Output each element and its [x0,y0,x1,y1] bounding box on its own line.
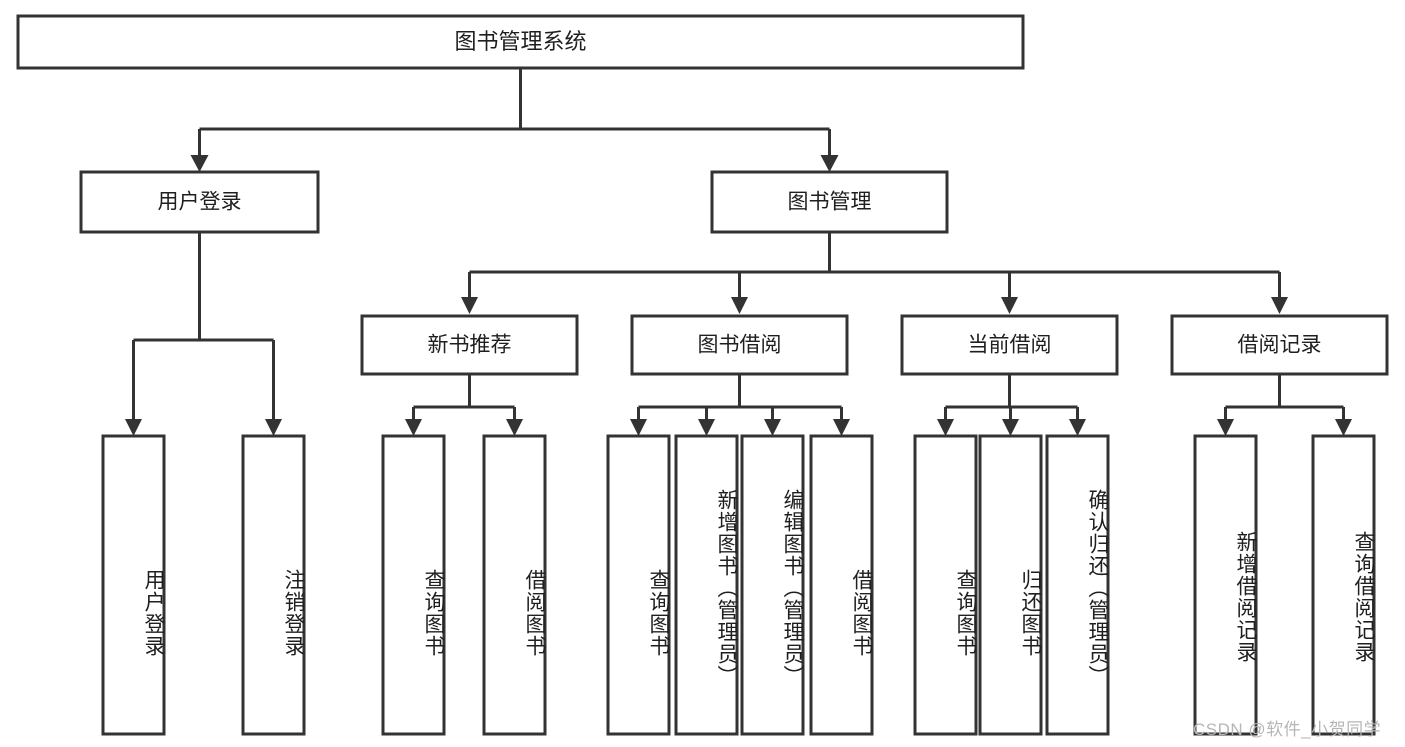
csdn-watermark: CSDN @软件_小贺同学 [1193,720,1382,739]
arrowhead-new-book [461,297,478,314]
connector-group-current-borrow [937,374,1086,436]
leaf-box-new-book-2[interactable] [482,434,547,736]
leaf-box-book-borrow-4[interactable] [809,434,874,736]
node-new-book-label: 新书推荐 [428,334,512,357]
arrowhead-leaf-current-borrow-1 [937,419,954,436]
leaf-box-new-book-1[interactable] [381,434,446,736]
arrowhead-user-login [190,155,209,172]
arrowhead-book-manage [820,155,839,172]
leaf-box-current-borrow-1[interactable] [913,434,978,736]
arrowhead-leaf-current-borrow-2 [1002,419,1019,436]
leaf-box-user-login-1[interactable] [101,434,166,736]
connector-group-root [190,68,839,172]
arrowhead-leaf-book-borrow-2 [698,419,715,436]
arrowhead-leaf-user-login-1 [125,419,142,436]
arrowhead-leaf-new-book-1 [405,419,422,436]
node-current-borrow-label: 当前借阅 [968,334,1052,357]
connector-group-book-borrow [630,374,850,436]
arrowhead-leaf-user-login-2 [265,419,282,436]
arrowhead-book-borrow [731,297,748,314]
connector-group-borrow-records [1217,374,1352,436]
arrowhead-leaf-book-borrow-3 [764,419,781,436]
node-book-borrow-label: 图书借阅 [698,334,782,357]
arrowhead-leaf-new-book-2 [506,419,523,436]
node-new-book-box[interactable] [360,314,579,376]
node-user-login-label: 用户登录 [158,191,242,214]
leaf-box-user-login-2[interactable] [241,434,306,736]
arrowhead-leaf-borrow-records-2 [1335,419,1352,436]
leaf-box-borrow-records-1[interactable] [1193,434,1258,736]
node-root-box[interactable] [16,14,1025,70]
connector-group-new-book [405,374,523,436]
leaf-box-borrow-records-2[interactable] [1311,434,1376,736]
node-book-borrow-box[interactable] [630,314,849,376]
arrowhead-leaf-book-borrow-4 [833,419,850,436]
node-book-manage-label: 图书管理 [788,191,872,214]
node-borrow-records-box[interactable] [1170,314,1389,376]
node-current-borrow-box[interactable] [900,314,1119,376]
arrowhead-leaf-book-borrow-1 [630,419,647,436]
node-user-login-box[interactable] [79,170,320,234]
leaf-box-book-borrow-2[interactable] [674,434,739,736]
arrowhead-leaf-current-borrow-3 [1069,419,1086,436]
arrowhead-current-borrow [1001,297,1018,314]
node-root-label: 图书管理系统 [454,29,586,54]
connector-group-user-login [125,232,282,436]
arrowhead-borrow-records [1271,297,1288,314]
node-borrow-records-label: 借阅记录 [1238,334,1322,357]
node-book-manage-box[interactable] [710,170,949,234]
leaf-box-book-borrow-1[interactable] [606,434,671,736]
connector-group-book-manage [461,232,1288,314]
arrowhead-leaf-borrow-records-1 [1217,419,1234,436]
leaf-box-book-borrow-3[interactable] [740,434,805,736]
leaf-box-current-borrow-2[interactable] [978,434,1043,736]
leaf-box-current-borrow-3[interactable] [1045,434,1110,736]
